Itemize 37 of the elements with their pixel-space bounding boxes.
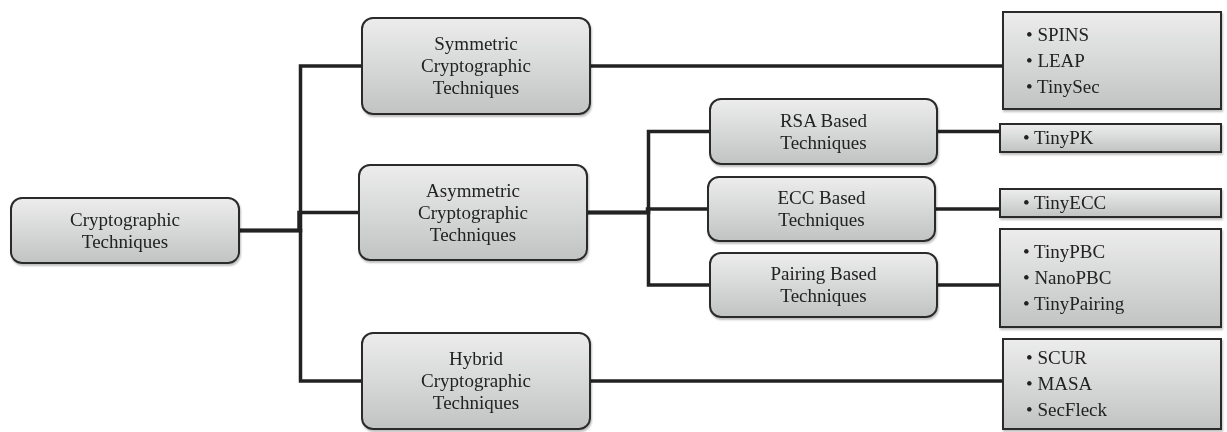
box-label: Hybrid Cryptographic Techniques bbox=[420, 348, 532, 414]
list-item: • SecFleck bbox=[1026, 398, 1108, 422]
connector-line bbox=[240, 228, 361, 383]
process-box bbox=[709, 98, 938, 165]
list-item: • TinyPK bbox=[1023, 126, 1094, 150]
list-box bbox=[1002, 338, 1222, 430]
list-item: • NanoPBC bbox=[1023, 266, 1113, 290]
list-box bbox=[999, 123, 1222, 153]
box-label: Asymmetric Cryptographic Techniques bbox=[417, 179, 529, 246]
connector-line bbox=[591, 64, 1002, 68]
list-item: • MASA bbox=[1026, 372, 1094, 396]
box-label: RSA Based Techniques bbox=[778, 109, 869, 154]
process-box bbox=[361, 17, 591, 115]
process-box bbox=[358, 164, 588, 261]
list-box bbox=[1002, 11, 1222, 110]
connector-line bbox=[591, 379, 1002, 383]
connector-line bbox=[936, 207, 999, 211]
process-box bbox=[361, 332, 591, 430]
connector-line bbox=[938, 129, 999, 134]
list-item: • TinyECC bbox=[1023, 191, 1107, 215]
process-box bbox=[707, 176, 936, 242]
connector-line bbox=[588, 210, 709, 287]
process-box bbox=[709, 252, 938, 318]
box-label: Cryptographic Techniques bbox=[69, 208, 181, 253]
process-box bbox=[10, 197, 240, 264]
list-item: • SPINS bbox=[1026, 22, 1091, 47]
list-item: • TinySec bbox=[1026, 74, 1100, 99]
list-box bbox=[999, 228, 1222, 328]
list-item: • TinyPBC bbox=[1023, 240, 1107, 264]
connector-line bbox=[938, 283, 999, 287]
list-item: • TinyPairing bbox=[1023, 292, 1125, 316]
box-label: Pairing Based Techniques bbox=[769, 263, 878, 307]
list-box bbox=[999, 188, 1222, 218]
list-item: • LEAP bbox=[1026, 48, 1086, 73]
list-item: • SCUR bbox=[1026, 346, 1089, 370]
box-label: ECC Based Techniques bbox=[776, 187, 867, 231]
box-label: Symmetric Cryptographic Techniques bbox=[420, 33, 532, 99]
